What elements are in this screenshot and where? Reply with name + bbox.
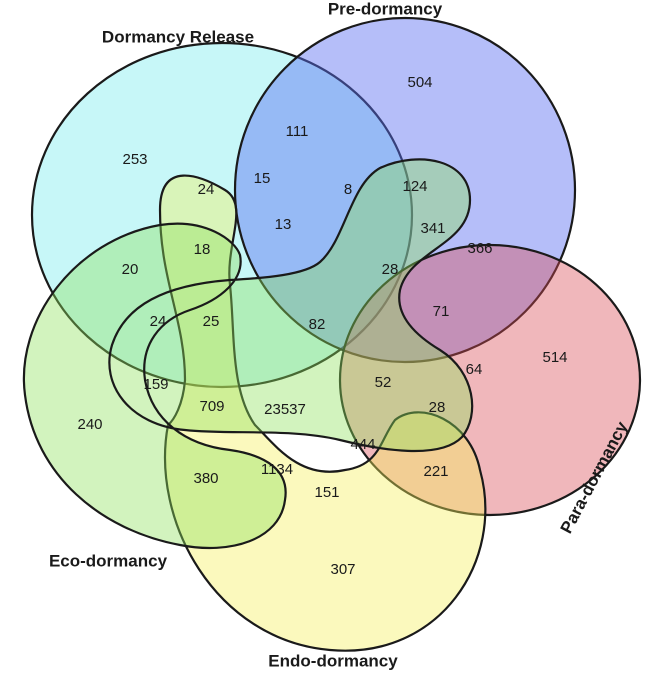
region-count: 52 — [375, 374, 392, 391]
set-label-pre-dormancy: Pre-dormancy — [328, 0, 443, 18]
region-count: 514 — [542, 349, 567, 366]
region-count: 28 — [382, 261, 399, 278]
set-shape-endo-dormancy — [158, 174, 487, 652]
region-count: 366 — [467, 240, 492, 257]
region-counts: 253 504 514 307 240 111 24 15 8 124 13 1… — [77, 74, 567, 578]
region-count: 71 — [433, 303, 450, 320]
region-count: 13 — [275, 216, 292, 233]
set-shapes — [22, 16, 642, 652]
set-shape-dormancy-release — [30, 41, 414, 389]
region-count: 15 — [254, 170, 271, 187]
region-count: 124 — [402, 178, 427, 195]
set-shape-pre-dormancy — [233, 16, 577, 364]
region-count: 8 — [344, 181, 352, 198]
set-label-eco-dormancy: Eco-dormancy — [49, 551, 168, 570]
set-label-endo-dormancy: Endo-dormancy — [268, 651, 398, 670]
region-count: 504 — [407, 74, 432, 91]
set-shape-eco-dormancy — [22, 158, 474, 550]
set-label-dormancy-release: Dormancy Release — [102, 27, 254, 46]
region-count: 24 — [198, 181, 215, 198]
region-count: 444 — [350, 436, 375, 453]
region-count: 24 — [150, 313, 167, 330]
region-count: 23537 — [264, 401, 306, 418]
region-count: 709 — [199, 398, 224, 415]
region-count: 28 — [429, 399, 446, 416]
region-count: 159 — [143, 376, 168, 393]
region-count: 240 — [77, 416, 102, 433]
set-shape-para-dormancy — [338, 243, 642, 517]
region-count: 64 — [466, 361, 483, 378]
region-count: 82 — [309, 316, 326, 333]
region-count: 221 — [423, 463, 448, 480]
region-count: 111 — [286, 123, 309, 140]
region-count: 1134 — [261, 461, 293, 478]
region-count: 18 — [194, 241, 211, 258]
region-count: 341 — [420, 220, 445, 237]
region-count: 380 — [193, 470, 218, 487]
region-count: 307 — [330, 561, 355, 578]
region-count: 151 — [314, 484, 339, 501]
region-count: 253 — [122, 151, 147, 168]
region-count: 25 — [203, 313, 220, 330]
region-count: 20 — [122, 261, 139, 278]
